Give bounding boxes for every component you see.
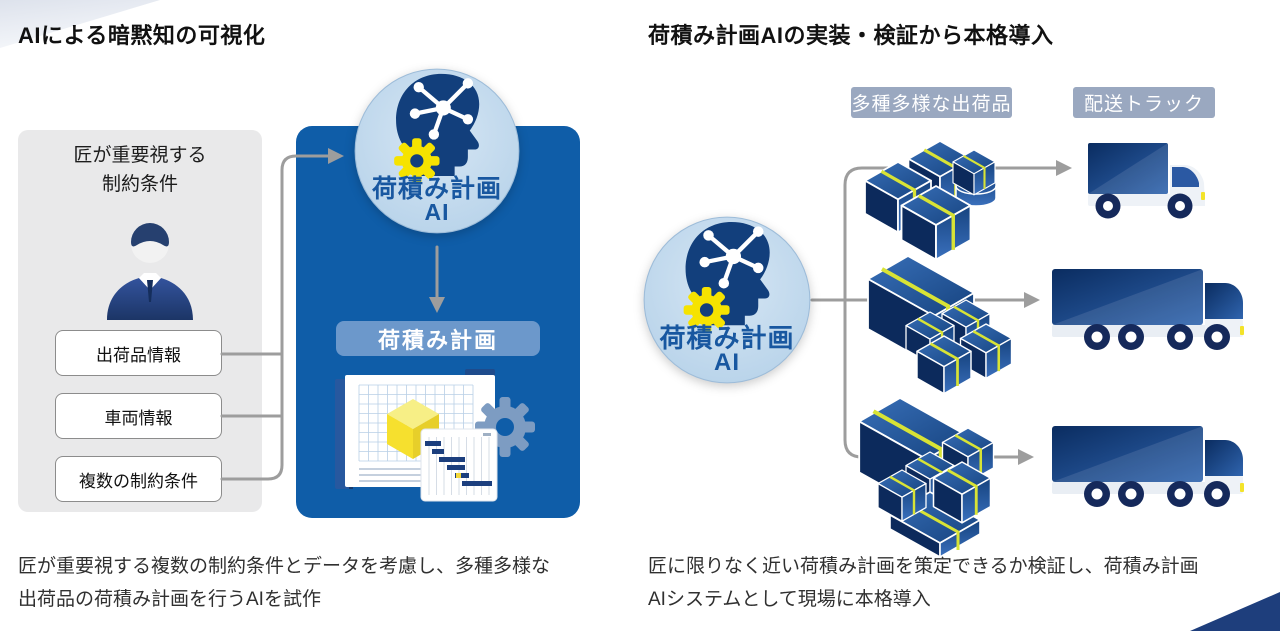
input-box-label: 出荷品情報 <box>96 345 181 365</box>
left-caption: 匠が重要視する複数の制約条件とデータを考慮し、多種多様な 出荷品の荷積み計画を行… <box>18 550 630 616</box>
arrow-row2-icon <box>1024 292 1040 308</box>
input-box-label: 車両情報 <box>104 408 173 428</box>
semi-truck-icon <box>1052 269 1244 350</box>
left-caption-line1: 匠が重要視する複数の制約条件とデータを考慮し、多種多様な <box>18 556 551 577</box>
ai-badge-left: 荷積み計画 AI <box>353 67 521 235</box>
constraints-panel-title-line2: 制約条件 <box>101 174 178 195</box>
input-box-label: 複数の制約条件 <box>79 471 198 491</box>
cargo-cluster-small-icon <box>863 139 997 262</box>
input-box-constraints: 複数の制約条件 <box>55 456 222 502</box>
chip-trucks: 配送トラック <box>1073 87 1215 118</box>
ai-badge-label: 荷積み計画 <box>659 323 795 353</box>
cargo-cluster-large-icon <box>859 398 995 559</box>
semi-truck-icon <box>1052 426 1244 507</box>
arrow-row1-icon <box>1056 160 1072 176</box>
plan-result-bar: 荷積み計画 <box>336 321 540 356</box>
left-caption-line2: 出荷品の荷積み計画を行うAIを試作 <box>18 589 321 610</box>
right-connector-lines <box>810 166 1060 459</box>
cargo-cluster-large-icon <box>866 254 1013 395</box>
arrow-row3-icon <box>1018 449 1034 465</box>
chip-shipments: 多種多様な出荷品 <box>851 87 1012 118</box>
input-box-shipment-info: 出荷品情報 <box>55 330 222 376</box>
right-caption-line1: 匠に限りなく近い荷積み計画を策定できるか検証し、荷積み計画 <box>648 556 1199 577</box>
input-box-vehicle-info: 車両情報 <box>55 393 222 439</box>
ai-badge-label-ai: AI <box>714 349 740 376</box>
right-caption-line2: AIシステムとして現場に本格導入 <box>648 589 931 610</box>
right-section-title: 荷積み計画AIの実装・検証から本格導入 <box>648 23 1054 48</box>
ai-badge-label: 荷積み計画 <box>371 175 502 203</box>
ai-badge-right: 荷積み計画 AI <box>642 215 812 385</box>
box-truck-icon <box>1088 143 1205 219</box>
constraints-panel-title-line1: 匠が重要視する <box>73 145 207 166</box>
left-section-title: AIによる暗黙知の可視化 <box>18 23 266 48</box>
right-caption: 匠に限りなく近い荷積み計画を策定できるか検証し、荷積み計画 AIシステムとして現… <box>648 550 1268 616</box>
ai-badge-label-ai: AI <box>424 199 450 225</box>
constraints-panel-title: 匠が重要視する 制約条件 <box>18 141 262 199</box>
